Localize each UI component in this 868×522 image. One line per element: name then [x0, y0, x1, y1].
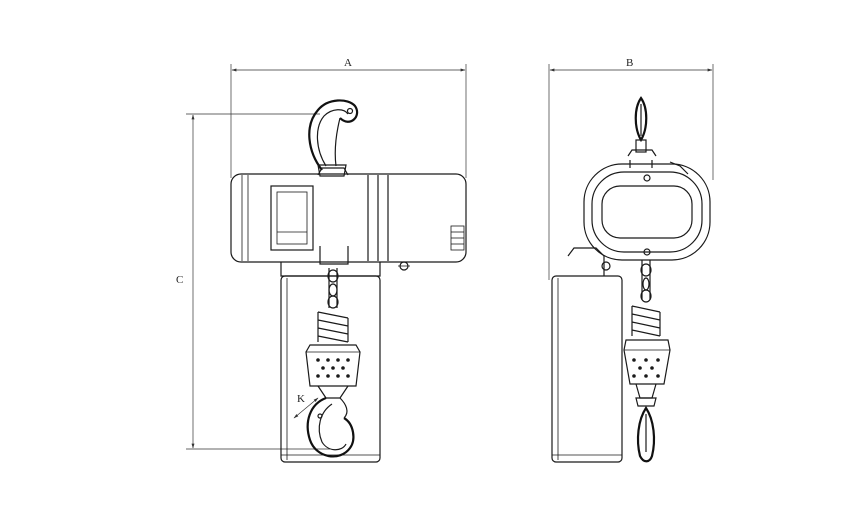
dimension-c-label: C: [176, 274, 183, 286]
side-motor-housing: [583, 163, 711, 261]
dimension-a-label: A: [344, 57, 352, 69]
dimension-b: B: [548, 57, 714, 280]
side-top-hook: [627, 96, 689, 175]
side-hook-block: [623, 339, 671, 407]
side-chain-container: [551, 247, 623, 463]
chain-container: [280, 275, 381, 463]
side-view: B: [548, 57, 714, 463]
side-bottom-hook: [636, 406, 656, 463]
motor-body: [230, 167, 467, 263]
dimension-c: C: [176, 113, 330, 450]
hook-block: [305, 344, 361, 399]
dimension-a: A: [230, 57, 467, 178]
dimension-k: K: [293, 393, 319, 419]
chain-spring-assembly: [317, 268, 349, 343]
dimension-b-label: B: [626, 57, 633, 69]
front-view: A C: [176, 57, 467, 463]
top-hook: [308, 99, 359, 177]
side-chain-spring: [631, 260, 661, 337]
bottom-hook: [306, 396, 355, 458]
dimension-k-label: K: [297, 393, 305, 405]
